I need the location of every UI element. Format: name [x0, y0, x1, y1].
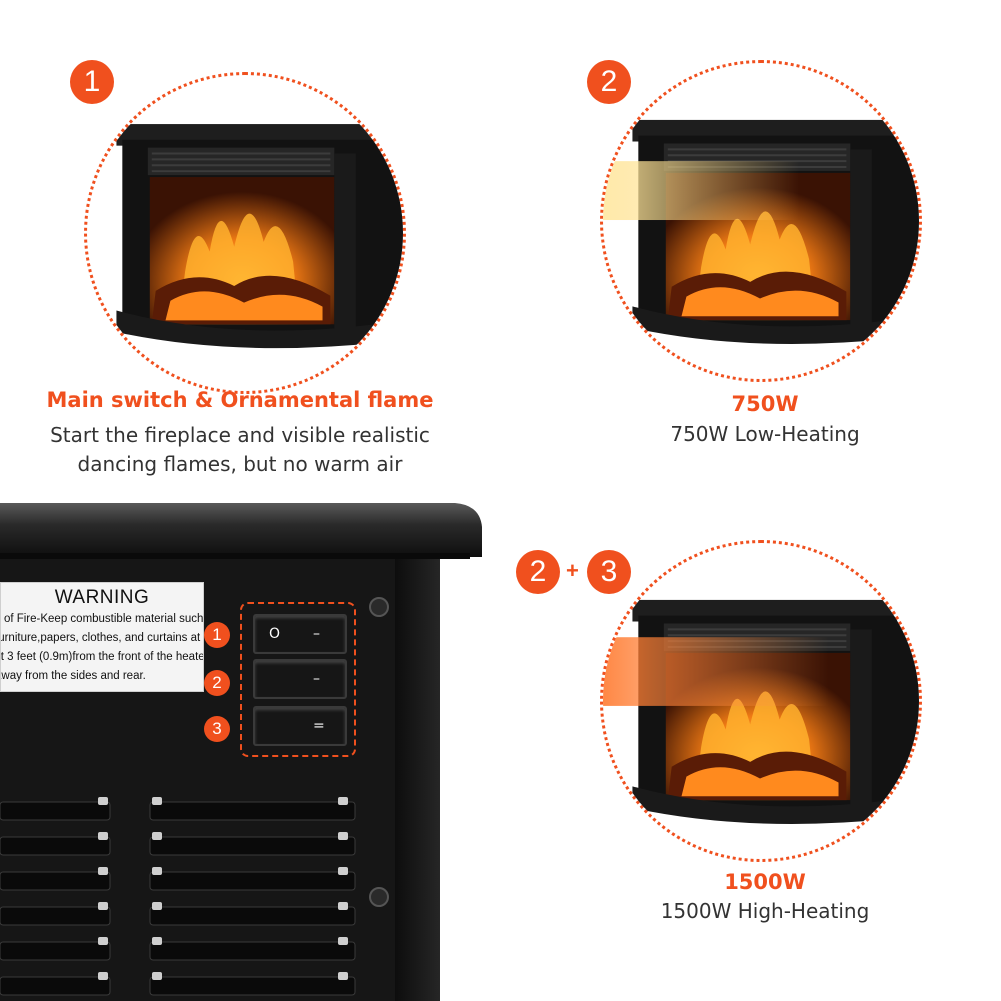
switch-panel-outline — [240, 602, 356, 757]
warning-label: WARNING k of Fire-Keep combustible mater… — [0, 582, 204, 692]
feature-2-description: 750W Low-Heating — [670, 422, 860, 446]
feature-1-description-line-1: Start the fireplace and visible realisti… — [50, 423, 430, 447]
warning-label-line-4: away from the sides and rear. — [0, 670, 146, 682]
fireplace-high-heat-illustration — [603, 599, 919, 824]
feature-1-title: Main switch & Ornamental flame — [46, 388, 434, 412]
step-3-badge-combo: 3 — [587, 550, 631, 594]
low-heat-switch-on-symbol: – — [313, 671, 320, 687]
step-2-badge-combo: 2 — [516, 550, 560, 594]
high-heat-switch[interactable]: = — [253, 706, 347, 746]
feature-3-title: 1500W — [724, 870, 806, 894]
warning-label-title: WARNING — [54, 587, 150, 608]
switch-1-badge: 1 — [204, 622, 230, 648]
feature-1-description-line-2: dancing flames, but no warm air — [77, 452, 403, 476]
low-heat-switch[interactable]: – — [253, 659, 347, 699]
fireplace-flame-only-image — [84, 72, 406, 394]
step-1-badge: 1 — [70, 60, 114, 104]
switch-3-badge: 3 — [204, 716, 230, 742]
warning-label-line-2: furniture,papers, clothes, and curtains … — [0, 632, 201, 644]
high-heat-switch-on-symbol: = — [313, 718, 325, 734]
step-2-badge: 2 — [587, 60, 631, 104]
fireplace-low-heat-image — [600, 60, 922, 382]
main-switch-on-symbol: – — [313, 626, 320, 642]
warning-label-line-1: k of Fire-Keep combustible material such — [0, 613, 204, 625]
feature-2-title: 750W — [731, 392, 799, 416]
main-switch-off-symbol: O — [269, 626, 281, 642]
fireplace-high-heat-image — [600, 540, 922, 862]
warning-label-line-3: st 3 feet (0.9m)from the front of the he… — [0, 651, 204, 663]
feature-3-description: 1500W High-Heating — [660, 899, 870, 923]
main-switch[interactable]: O – — [253, 614, 347, 654]
plus-sign: + — [566, 558, 579, 583]
switch-2-badge: 2 — [204, 670, 230, 696]
fireplace-low-heat-illustration — [603, 119, 919, 344]
fireplace-flame-illustration — [116, 124, 403, 349]
